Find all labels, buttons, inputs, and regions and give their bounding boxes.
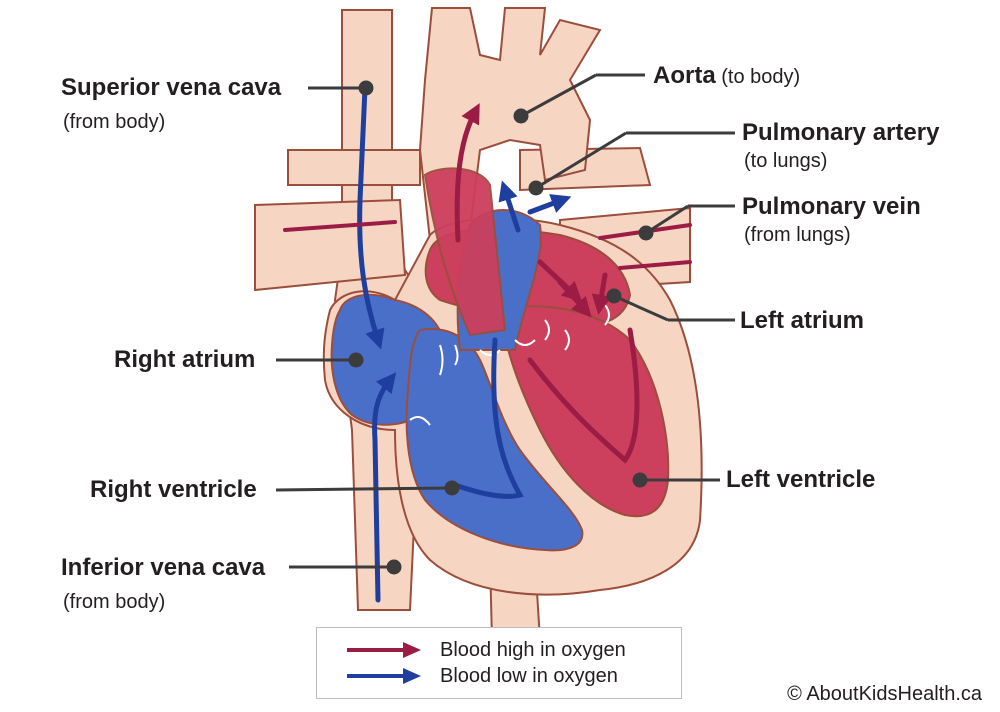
valves <box>409 304 610 426</box>
label-ivc-sub: (from body) <box>63 591 166 613</box>
leader-lines <box>275 73 735 575</box>
label-svc-name: Superior vena cava <box>61 74 282 101</box>
label-left-atrium: Left atrium <box>740 307 865 334</box>
arrow-la-3 <box>591 272 612 315</box>
arrow-pv-left <box>283 220 397 232</box>
arrow-ivc <box>372 372 397 603</box>
label-pulmonary-vein: Pulmonary vein <box>742 193 921 220</box>
aorta-root <box>423 167 507 337</box>
legend-row-high: Blood high in oxygen <box>317 638 681 662</box>
legend-low-label: Blood low in oxygen <box>440 665 618 687</box>
arrow-lv-flow <box>527 327 640 464</box>
label-inferior-vena-cava: Inferior vena cava <box>61 554 266 581</box>
legend-row-low: Blood low in oxygen <box>317 664 681 688</box>
blue-arrow-icon <box>347 668 421 684</box>
arrow-pa-right <box>527 194 572 215</box>
arrow-svc <box>357 85 385 350</box>
legend-high-label: Blood high in oxygen <box>440 639 626 661</box>
label-pa-sub: (to lungs) <box>744 150 828 172</box>
label-right-atrium: Right atrium <box>114 346 256 373</box>
arrow-aorta-up <box>454 103 480 243</box>
label-left-ventricle: Left ventricle <box>726 466 876 493</box>
flow-arrows <box>283 85 692 603</box>
label-aorta-sub: (to body) <box>715 66 801 88</box>
pulmonary-vein-left <box>254 198 407 292</box>
arrow-rv <box>452 337 524 499</box>
label-aorta-name: Aorta <box>653 62 716 89</box>
left-ventricle-chamber <box>498 305 670 518</box>
copyright: © AboutKidsHealth.ca <box>787 683 982 705</box>
label-pulmonary-artery: Pulmonary artery <box>742 119 940 146</box>
label-pv-sub: (from lungs) <box>744 224 851 246</box>
arrow-la-2 <box>557 279 592 318</box>
label-superior-vena-cava: Superior vena cava <box>61 76 281 100</box>
legend: Blood high in oxygen Blood low in oxygen <box>316 627 682 699</box>
label-svc-sub: (from body) <box>63 111 166 133</box>
label-aorta: Aorta (to body) <box>653 64 800 88</box>
pulmonary-artery-branch <box>287 149 421 186</box>
label-right-ventricle: Right ventricle <box>90 476 257 503</box>
red-arrow-icon <box>347 642 421 658</box>
arrow-pv-right-2 <box>618 260 692 270</box>
arrow-pa-left <box>498 180 521 233</box>
